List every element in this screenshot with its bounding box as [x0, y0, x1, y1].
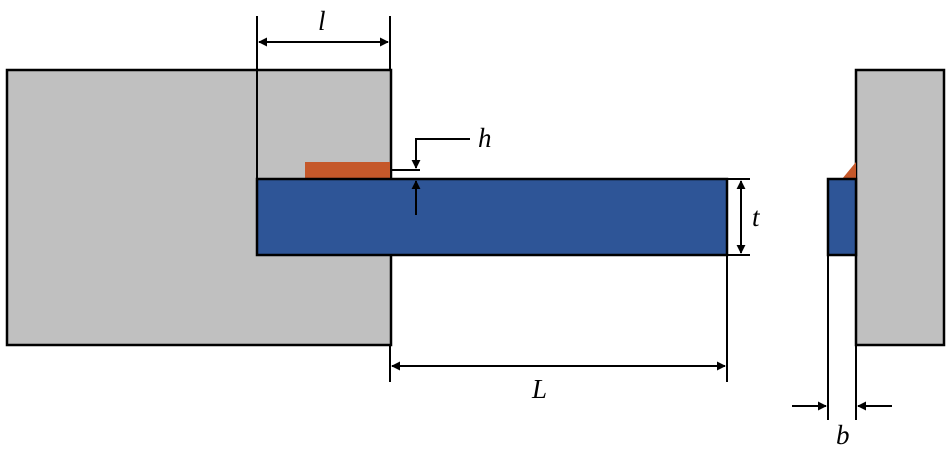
label-l: l [318, 6, 326, 36]
side-beam-section [826, 177, 858, 257]
label-t: t [752, 202, 761, 232]
side-support-block [854, 68, 946, 347]
label-b: b [836, 420, 850, 450]
weld-bead [305, 162, 390, 179]
beam [255, 177, 729, 257]
label-h: h [478, 123, 492, 153]
label-L: L [531, 374, 547, 404]
side-weld-fillet [842, 162, 856, 179]
h-leader [411, 138, 470, 169]
